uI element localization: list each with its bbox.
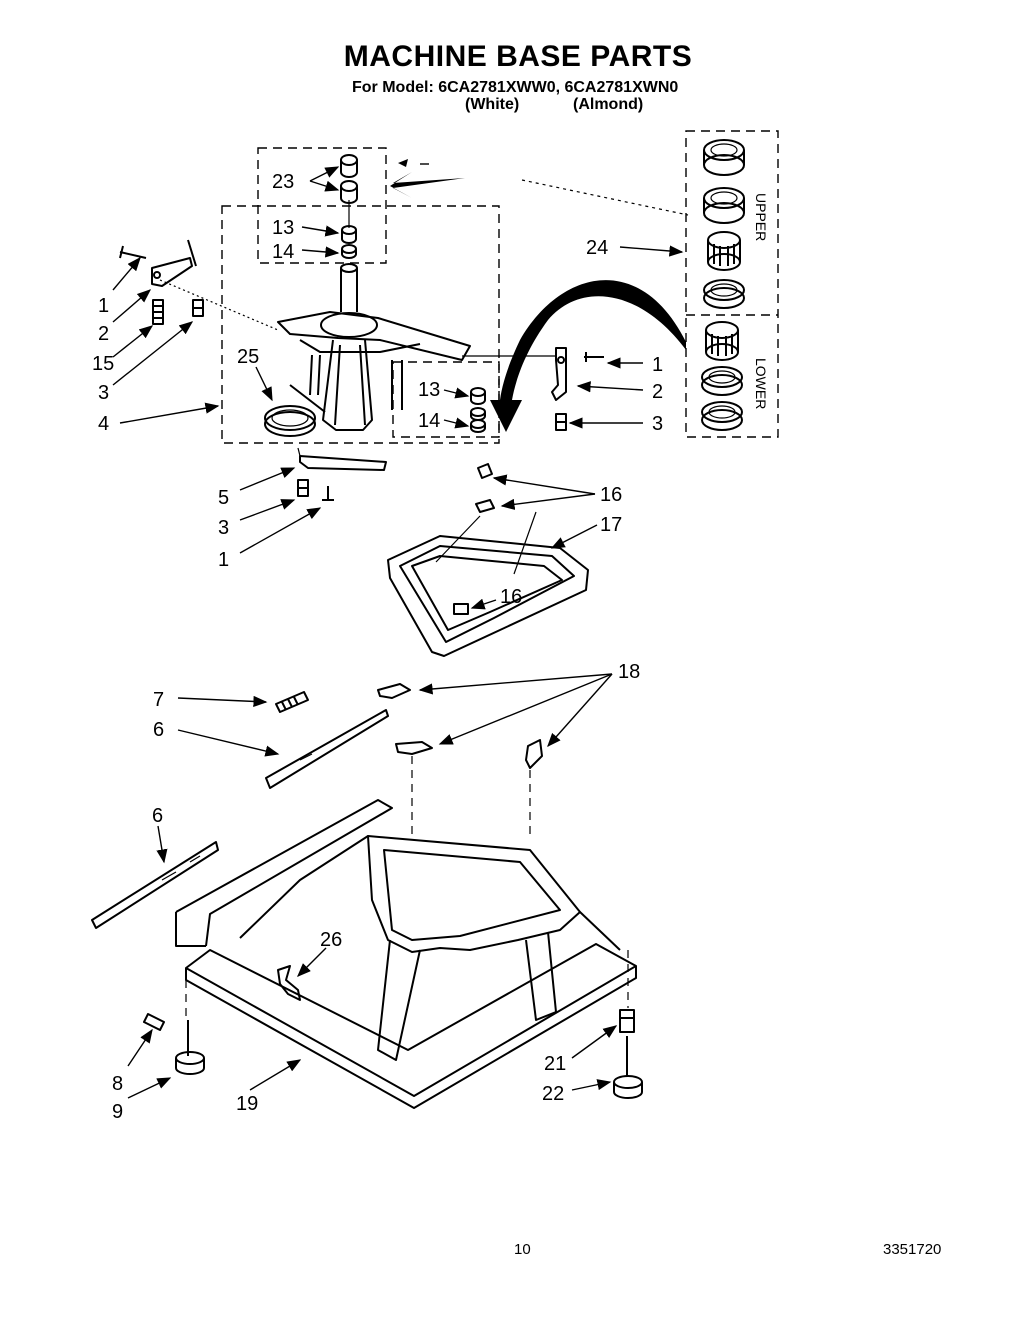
callout-14: 14 (272, 241, 294, 263)
hook-26 (277, 965, 301, 1001)
callout-1: 1 (98, 295, 109, 317)
big-arrow-to-23 (390, 172, 465, 198)
callout-22: 22 (542, 1083, 564, 1105)
ring-25 (264, 405, 316, 437)
callout-5: 5 (218, 487, 229, 509)
callout-1: 1 (218, 549, 229, 571)
foot-22 (613, 1036, 643, 1099)
bearing-upper-1 (703, 139, 745, 176)
pad-18-b (395, 741, 433, 755)
callout-3: 3 (218, 517, 229, 539)
bushing-13-upper (341, 225, 357, 244)
callout-14: 14 (418, 410, 440, 432)
callout-26: 26 (320, 929, 342, 951)
big-curved-arrow (490, 280, 686, 432)
callout-2: 2 (98, 323, 109, 345)
document-number: 3351720 (883, 1241, 942, 1258)
callout-25: 25 (237, 346, 259, 368)
callout-21: 21 (544, 1053, 566, 1075)
callout-13: 13 (272, 217, 294, 239)
guide-line (521, 179, 689, 216)
pad-16-b (475, 499, 495, 513)
callout-13: 13 (418, 379, 440, 401)
callout-16: 16 (600, 484, 622, 506)
callout-24: 24 (586, 237, 608, 259)
inset-box-mechanism (221, 205, 500, 444)
lower-label: LOWER (753, 358, 769, 409)
machine-base-19 (175, 799, 637, 1109)
callout-9: 9 (112, 1101, 123, 1123)
callout-19: 19 (236, 1093, 258, 1115)
callout-16: 16 (500, 586, 522, 608)
model-subtitle: For Model: 6CA2781XWW0, 6CA2781XWN0 (352, 79, 679, 96)
bolt-1-right (584, 352, 604, 362)
gear-upper (707, 231, 741, 271)
bushing-23-lower (340, 180, 358, 204)
pad-16-a (477, 463, 493, 479)
gearcase-mount-4 (277, 263, 471, 431)
callout-2: 2 (652, 381, 663, 403)
nut-3-right (555, 413, 567, 431)
nut-3-bottom (297, 479, 309, 497)
foot-9 (175, 1020, 205, 1075)
washer-lower-2 (701, 401, 743, 431)
nut-3-left (192, 299, 204, 317)
pad-18-c (525, 739, 543, 769)
page-number: 10 (514, 1241, 531, 1258)
bar-6-lower (91, 841, 219, 929)
pad-16-c (453, 603, 469, 615)
bolt-1-left (119, 245, 147, 259)
callout-4: 4 (98, 413, 109, 435)
top-frame-17 (387, 535, 589, 657)
washer-14-lower (470, 407, 486, 433)
callout-6: 6 (153, 719, 164, 741)
strap-5 (297, 447, 387, 471)
spring-7 (275, 691, 309, 713)
callout-15: 15 (92, 353, 114, 375)
bar-6-upper (265, 709, 389, 789)
page-title: MACHINE BASE PARTS (343, 40, 693, 73)
callout-17: 17 (600, 514, 622, 536)
washer-lower-1 (701, 366, 743, 396)
callout-7: 7 (153, 689, 164, 711)
callout-1: 1 (652, 354, 663, 376)
variant-almond: (Almond) (573, 96, 644, 113)
washer-upper (703, 279, 745, 309)
callout-23: 23 (272, 171, 294, 193)
inset-box-bearings (685, 130, 779, 438)
callout-8: 8 (112, 1073, 123, 1095)
callout-18: 18 (618, 661, 640, 683)
bushing-23-upper (340, 154, 358, 178)
bearing-upper-2 (703, 187, 745, 224)
pad-18-a (377, 683, 411, 699)
callout-6: 6 (152, 805, 163, 827)
bolt-1-bottom (322, 486, 334, 501)
callout-3: 3 (652, 413, 663, 435)
gear-lower (705, 321, 739, 361)
upper-label: UPPER (753, 193, 769, 241)
spring-15 (152, 299, 164, 325)
callout-3: 3 (98, 382, 109, 404)
washer-14-upper (341, 244, 357, 259)
variant-white: (White) (465, 96, 520, 113)
bracket-2-left (151, 239, 197, 287)
inset-box-13-14 (392, 361, 500, 438)
bracket-2-right (551, 347, 567, 401)
nut-21 (619, 1009, 635, 1033)
plug-8 (143, 1013, 165, 1031)
bushing-13-lower (470, 387, 486, 405)
